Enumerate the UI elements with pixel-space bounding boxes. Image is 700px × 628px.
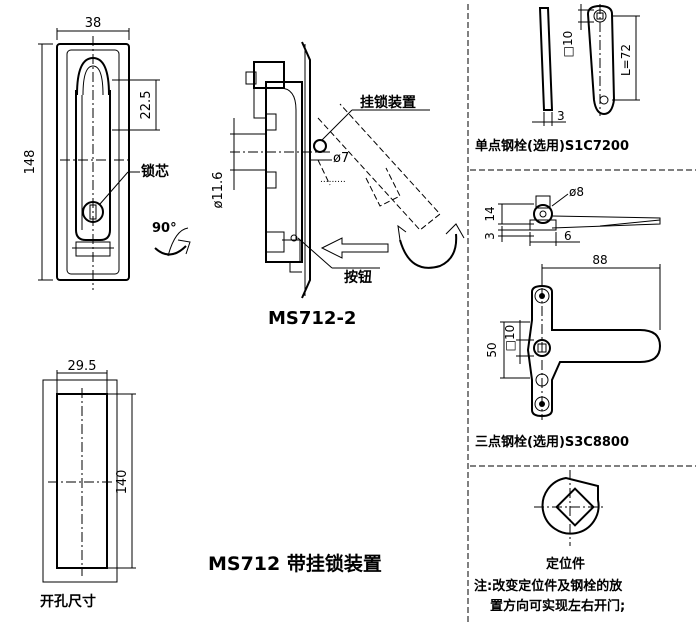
note-line-2: 置方向可实现左右开门; (490, 598, 625, 614)
side-bottom-block (265, 231, 285, 253)
locator-view: 定位件 (534, 470, 606, 572)
rotation-arrow-side (399, 233, 458, 269)
side-body-curve (279, 87, 297, 240)
swung-handle-grip (365, 167, 401, 207)
handle-top-arch-inner (82, 65, 104, 96)
side-panel-plate (301, 41, 311, 299)
hang-lock-ring (313, 139, 327, 153)
dim-6-text: 6 (564, 229, 572, 243)
dim-top3-text: 3 (483, 232, 497, 240)
single-rod-side (538, 7, 554, 111)
front-view: 38 148 22.5 锁芯 90° (23, 16, 191, 290)
rotation-arrow-90-back (167, 227, 189, 257)
three-rod-label: 三点钢栓(选用)S3C8800 (475, 434, 629, 450)
single-rod-view: □10 L=72 3 单点钢栓(选用)S1C7200 (475, 4, 640, 154)
dim-7-text: ø7 (333, 151, 349, 166)
hang-lock-leader (321, 109, 353, 141)
three-top-base (529, 219, 557, 231)
button-leader (297, 237, 333, 269)
three-rod-view: ø8 14 3 6 88 50 (475, 185, 662, 450)
side-top-mechanism (253, 61, 285, 89)
lock-core-label: 锁芯 (141, 163, 169, 180)
side-bottom-profile (282, 239, 302, 273)
note-line-1: 注:改变定位件及钢栓的放 (474, 578, 623, 594)
dim-148-text: 148 (23, 150, 38, 175)
button-label: 按钮 (344, 269, 372, 286)
hang-lock-label: 挂锁装置 (360, 94, 416, 111)
side-screw-mid (265, 171, 277, 189)
side-model-label: MS712-2 (268, 308, 356, 329)
cutout-view: 29.5 140 开孔尺寸 (40, 359, 136, 610)
three-top-hub (533, 204, 553, 224)
side-bottom-pin (290, 234, 298, 242)
dim-sq10-text: □10 (561, 31, 575, 58)
dim-14-text: 14 (483, 206, 497, 221)
main-title: MS712 带挂锁装置 (208, 552, 382, 575)
locator-square-hole (555, 487, 595, 527)
three-rod-front (526, 284, 662, 418)
three-top-cap (535, 195, 551, 209)
three-top-hub-center (539, 210, 547, 218)
side-top-nut (245, 71, 257, 85)
dim-140-text: 140 (115, 470, 130, 495)
lock-core-leader (99, 171, 129, 205)
three-top-arm-edge (599, 219, 661, 227)
dim-11-6-text: ø11.6 (211, 172, 226, 209)
side-view: ......... ø11.6 ø7 挂锁装置 按钮 MS712-2 (211, 41, 465, 329)
locator-disc (541, 476, 600, 535)
hatch-marks: ......... (320, 175, 346, 185)
dim-22-5-text: 22.5 (139, 91, 154, 120)
dim-50-text: 50 (485, 342, 499, 357)
button-press-arrow (320, 237, 389, 259)
single-rod-label: 单点钢栓(选用)S1C7200 (475, 138, 629, 154)
rotation-arrowhead-side (445, 223, 465, 239)
side-screw-top (265, 113, 277, 131)
swung-handle-dashed (317, 103, 441, 231)
dim-8-text: ø8 (569, 185, 584, 199)
cutout-label: 开孔尺寸 (40, 593, 96, 610)
rotation-arrowtail-side (397, 224, 407, 241)
three-top-arm (551, 215, 661, 229)
dim-L72-text: L=72 (619, 44, 633, 76)
cutout-grey-panel (42, 379, 118, 583)
dim-3sq10-text: □10 (503, 325, 517, 352)
single-rod-end (599, 95, 609, 105)
three-rod-center-square (537, 343, 547, 353)
locator-label: 定位件 (545, 556, 585, 572)
dim-3-text: 3 (557, 109, 565, 123)
dim-38-text: 38 (85, 16, 102, 31)
side-top-bracket (253, 88, 266, 119)
dim-88-text: 88 (592, 253, 607, 267)
dim-8-leader (551, 193, 569, 207)
hang-lock-dotted (317, 159, 331, 186)
rotation-label: 90° (152, 221, 177, 236)
dim-29-5-text: 29.5 (68, 359, 97, 374)
rotation-arrow-90 (154, 245, 187, 256)
rotation-arrowhead-90 (177, 239, 191, 255)
